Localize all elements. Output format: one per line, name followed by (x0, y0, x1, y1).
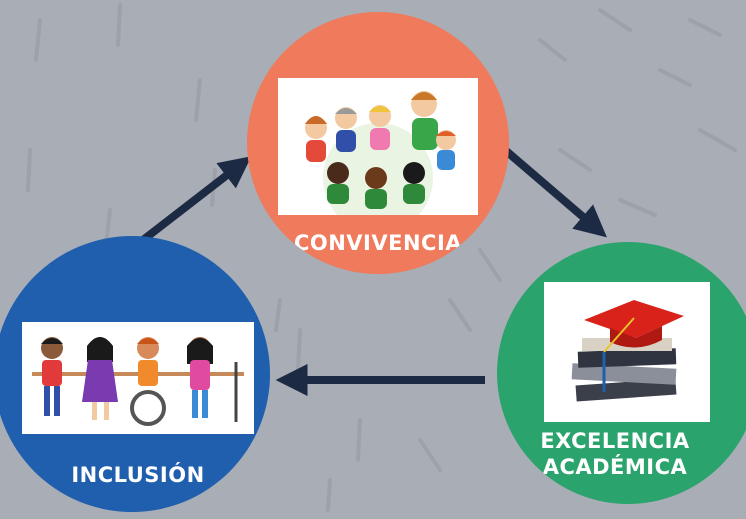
arrow-convivencia-to-excelencia (502, 146, 607, 238)
node-inclusion: INCLUSIÓN (0, 236, 270, 512)
children-sitting-circle-illustration (278, 78, 478, 233)
node-inclusion-label: INCLUSIÓN (71, 463, 205, 487)
arrow-inclusion-to-convivencia (140, 156, 252, 244)
graduation-cap-on-books-illustration (544, 282, 710, 422)
node-excelencia-label: EXCELENCIA ACADÉMICA (540, 429, 690, 479)
diverse-children-holding-hands-illustration (22, 322, 254, 434)
node-convivencia: CONVIVENCIA (247, 12, 509, 274)
node-excelencia-academica: EXCELENCIA ACADÉMICA (497, 242, 746, 504)
node-convivencia-label: CONVIVENCIA (293, 231, 463, 255)
